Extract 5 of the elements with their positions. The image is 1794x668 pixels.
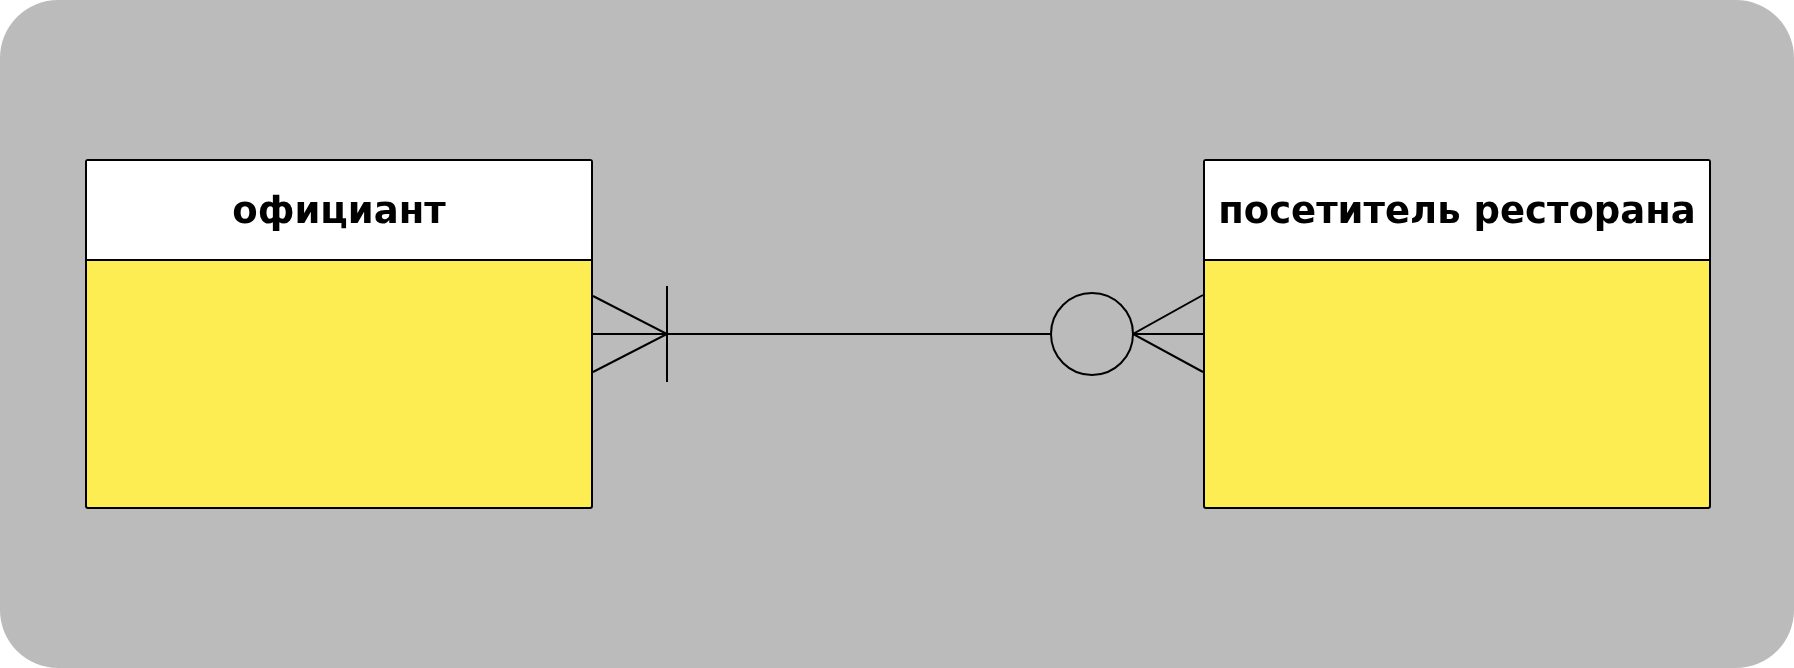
entity-name: посетитель ресторана bbox=[1218, 188, 1696, 232]
entity-box bbox=[85, 159, 593, 509]
relationship-line bbox=[592, 285, 1204, 383]
entity-name: официант bbox=[232, 188, 446, 232]
entity-box bbox=[1203, 159, 1711, 509]
